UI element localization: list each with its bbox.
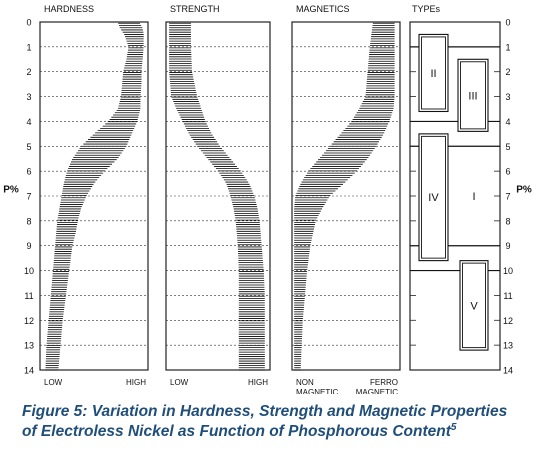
y-tick-left-12: 12 — [24, 316, 34, 326]
y-tick-right-8: 8 — [505, 216, 510, 226]
x-label-strength-high: HIGH — [248, 378, 268, 387]
y-tick-left-1: 1 — [26, 42, 31, 52]
type-box-iv — [418, 133, 449, 262]
y-tick-right-9: 9 — [505, 241, 510, 251]
y-tick-left-13: 13 — [24, 341, 34, 351]
y-tick-left-8: 8 — [26, 216, 31, 226]
y-tick-left-7: 7 — [26, 192, 31, 202]
y-tick-left-9: 9 — [26, 241, 31, 251]
property-band-hardness — [45, 22, 144, 371]
x-label-magnetics-high: MAGNETIC — [356, 388, 398, 394]
type-box-ii — [418, 33, 449, 113]
y-tick-left-5: 5 — [26, 142, 31, 152]
type-box-inner-ii — [421, 36, 446, 110]
y-tick-right-5: 5 — [505, 142, 510, 152]
panel-hardness: HARDNESS LOW HIGH — [39, 4, 149, 387]
y-tick-right-14: 14 — [503, 366, 513, 376]
y-axis-label-right: P% — [516, 185, 532, 196]
y-tick-left-0: 0 — [26, 18, 31, 28]
x-label-strength-low: LOW — [170, 378, 189, 387]
caption-line-2-text: of Electroless Nickel as Function of Pho… — [22, 423, 451, 440]
y-tick-right-2: 2 — [505, 67, 510, 77]
x-label-magnetics-low: MAGNETIC — [296, 388, 338, 394]
y-tick-right-7: 7 — [505, 192, 510, 202]
y-tick-right-12: 12 — [503, 316, 513, 326]
figure-caption: Figure 5: Variation in Hardness, Strengt… — [22, 402, 532, 442]
x-label-magnetics-low: NON — [296, 378, 314, 387]
y-tick-right-6: 6 — [505, 167, 510, 177]
y-tick-left-6: 6 — [26, 167, 31, 177]
x-label-magnetics-high: FERRO — [370, 378, 398, 387]
type-label-v: V — [470, 300, 478, 312]
y-tick-right-0: 0 — [505, 18, 510, 28]
type-box-inner-iv — [421, 135, 446, 259]
caption-line-1: Figure 5: Variation in Hardness, Strengt… — [22, 403, 508, 420]
type-label-ii: II — [430, 68, 436, 80]
y-tick-left-4: 4 — [26, 117, 31, 127]
caption-line-2: of Electroless Nickel as Function of Pho… — [22, 422, 532, 442]
y-tick-right-1: 1 — [505, 42, 510, 52]
type-label-iii: III — [468, 90, 477, 102]
y-tick-left-2: 2 — [26, 67, 31, 77]
property-band-strength — [169, 22, 265, 371]
y-tick-right-3: 3 — [505, 92, 510, 102]
y-tick-left-10: 10 — [24, 266, 34, 276]
y-axis-label-left: P% — [3, 185, 19, 196]
property-band-magnetics — [294, 22, 395, 371]
type-box-inner-iii — [460, 61, 486, 130]
y-tick-right-4: 4 — [505, 117, 510, 127]
y-tick-right-11: 11 — [503, 291, 512, 301]
panel-title-types: TYPEs — [412, 4, 441, 14]
panel-title-magnetics: MAGNETICS — [296, 4, 350, 14]
caption-reference: 5 — [450, 421, 457, 433]
type-box-v — [459, 260, 489, 351]
type-box-iii — [457, 58, 489, 132]
y-tick-left-3: 3 — [26, 92, 31, 102]
type-box-inner-v — [462, 262, 486, 349]
panel-title-strength: STRENGTH — [170, 4, 220, 14]
y-tick-left-14: 14 — [24, 366, 34, 376]
y-tick-left-11: 11 — [24, 291, 33, 301]
type-label-iv: IV — [428, 192, 439, 204]
y-tick-right-10: 10 — [503, 266, 513, 276]
type-label-i: I — [472, 191, 475, 203]
panel-title-hardness: HARDNESS — [44, 4, 94, 14]
x-label-hardness-low: LOW — [44, 378, 63, 387]
x-label-hardness-high: HIGH — [126, 378, 146, 387]
panel-strength: STRENGTH LOW HIGH — [165, 4, 271, 387]
y-tick-right-13: 13 — [503, 341, 513, 351]
